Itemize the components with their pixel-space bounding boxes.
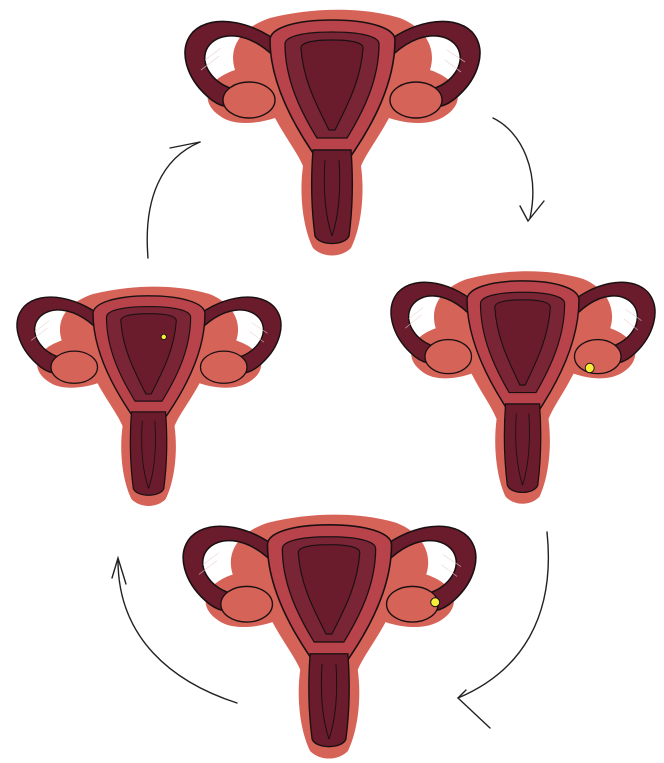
uterus-icon xyxy=(175,0,490,260)
uterus-stage-right xyxy=(382,262,664,508)
uterus-icon xyxy=(8,278,290,510)
uterus-stage-left xyxy=(8,278,290,510)
curved-arrow-icon xyxy=(493,118,544,221)
ovary-icon xyxy=(200,351,247,383)
ovary-icon xyxy=(390,82,442,118)
uterus-illustration xyxy=(17,287,281,506)
ovary-icon xyxy=(425,340,472,374)
uterus-icon xyxy=(382,262,664,508)
uterus-stage-bottom xyxy=(172,505,487,763)
uterus-icon xyxy=(172,505,487,763)
ovary-icon xyxy=(51,351,98,383)
uterus-stage-top xyxy=(175,0,490,260)
egg-icon xyxy=(431,598,440,607)
ovary-icon xyxy=(387,586,439,622)
uterus-illustration xyxy=(391,271,655,504)
ovary-icon xyxy=(223,82,275,118)
uterus-illustration xyxy=(183,515,476,759)
egg-icon xyxy=(585,363,594,372)
ovary-icon xyxy=(221,586,273,622)
ovary-icon xyxy=(574,340,621,374)
uterus-illustration xyxy=(185,10,480,256)
egg-icon xyxy=(161,334,166,339)
